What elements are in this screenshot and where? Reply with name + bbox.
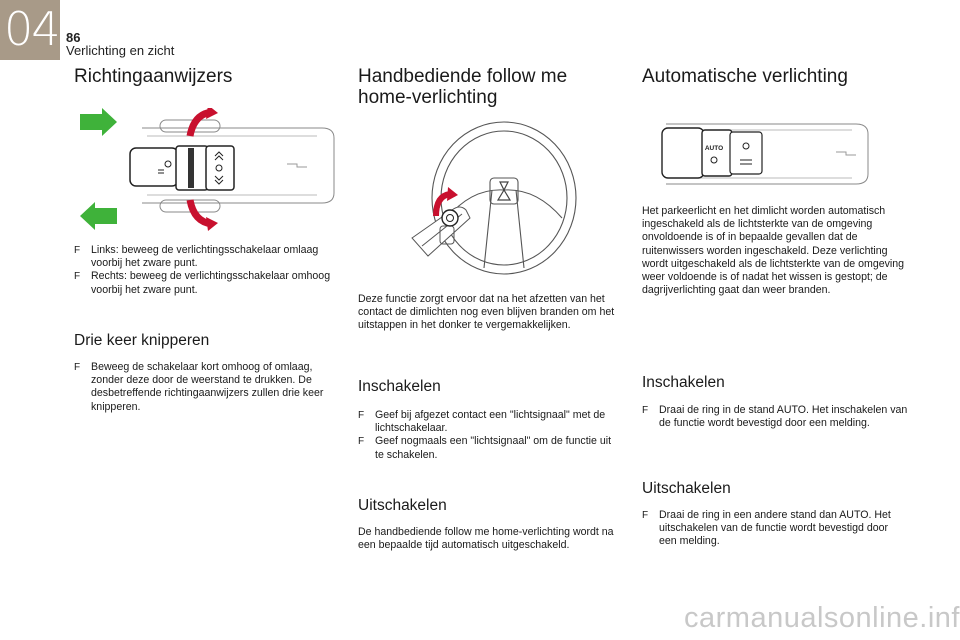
green-arrow-right-icon bbox=[80, 108, 117, 136]
bullet-marker: F bbox=[74, 362, 81, 373]
heading-inschakelen-auto: Inschakelen bbox=[642, 374, 725, 391]
auto-light-switch-illustration: AUTO bbox=[661, 123, 869, 185]
turn-signal-stalk-illustration bbox=[80, 108, 335, 231]
heading-automatische-verlichting: Automatische verlichting bbox=[642, 66, 848, 87]
follow-me-off-text: De handbediende follow me home-verlichti… bbox=[358, 526, 614, 552]
red-arrow-flash-icon bbox=[433, 187, 458, 217]
light-switch-ring: AUTO bbox=[661, 127, 763, 179]
heading-inschakelen-follow: Inschakelen bbox=[358, 378, 441, 395]
heading-richtingaanwijzers: Richtingaanwijzers bbox=[74, 66, 233, 87]
section-title: Verlichting en zicht bbox=[66, 43, 175, 58]
green-arrow-left-icon bbox=[80, 202, 117, 230]
follow-me-intro: Deze functie zorgt ervoor dat na het afz… bbox=[358, 293, 615, 332]
bullet-marker: F bbox=[74, 271, 81, 283]
column-richtingaanwijzers: Richtingaanwijzers bbox=[74, 62, 342, 87]
headlamp-flash-stalk bbox=[441, 209, 459, 227]
light-switch-head bbox=[129, 145, 235, 191]
heading-uitschakelen-auto: Uitschakelen bbox=[642, 480, 731, 497]
auto-light-intro: Het parkeerlicht en het dimlicht worden … bbox=[642, 205, 905, 297]
chapter-number: 04 bbox=[4, 2, 61, 56]
red-arrow-up-icon bbox=[186, 108, 218, 137]
page-number: 86 bbox=[66, 30, 81, 45]
chapter-tab: 04 bbox=[0, 0, 61, 60]
heading-drie-keer-knipperen: Drie keer knipperen bbox=[74, 332, 210, 349]
red-arrow-down-icon bbox=[186, 199, 218, 231]
bullet-marker: F bbox=[358, 410, 365, 421]
bullet-marker: F bbox=[74, 245, 81, 256]
bullet-marker: F bbox=[358, 436, 365, 448]
brand-logo bbox=[496, 181, 512, 201]
bullet-marker: F bbox=[642, 405, 649, 416]
auto-label: AUTO bbox=[705, 145, 723, 152]
bullet-marker: F bbox=[642, 510, 649, 521]
watermark: carmanualsonline.info bbox=[684, 602, 960, 634]
heading-follow-me-home: Handbediende follow me home-verlichting bbox=[358, 66, 568, 108]
steering-wheel-illustration bbox=[411, 121, 577, 275]
heading-uitschakelen-follow: Uitschakelen bbox=[358, 497, 447, 514]
